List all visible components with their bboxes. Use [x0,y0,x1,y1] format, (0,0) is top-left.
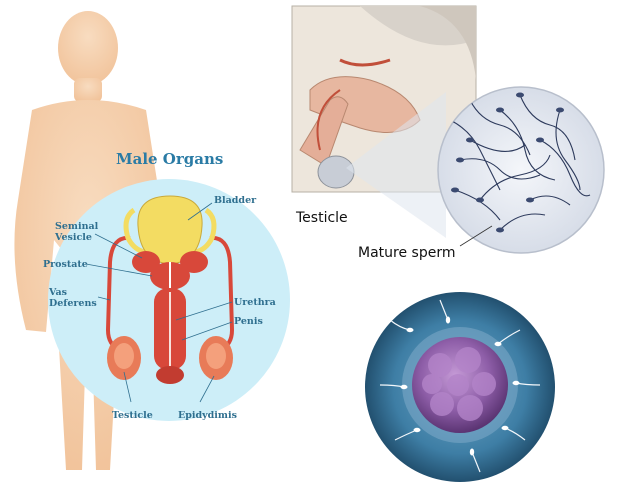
label-epididymis: Epidydimis [178,410,237,421]
label-vas-deferens: Vas Deferens [49,287,97,309]
label-mature-sperm: Mature sperm [358,245,456,261]
sperm-leader-line [459,225,493,247]
leader-lines [85,202,233,403]
egg-fertilization-circle [365,292,555,482]
label-testicle-cross-section: Testicle [296,210,348,226]
zoom-connector [346,92,446,238]
sperm-magnified-circle [437,86,605,254]
label-testicle: Testicle [112,410,153,421]
label-seminal-vesicle: Seminal Vesicle [55,221,99,243]
label-bladder: Bladder [214,195,257,206]
label-prostate: Prostate [43,259,88,270]
diagram-title: Male Organs [116,150,224,168]
label-penis: Penis [234,316,263,327]
label-urethra: Urethra [234,297,276,308]
male-organs-drawing [105,195,235,384]
